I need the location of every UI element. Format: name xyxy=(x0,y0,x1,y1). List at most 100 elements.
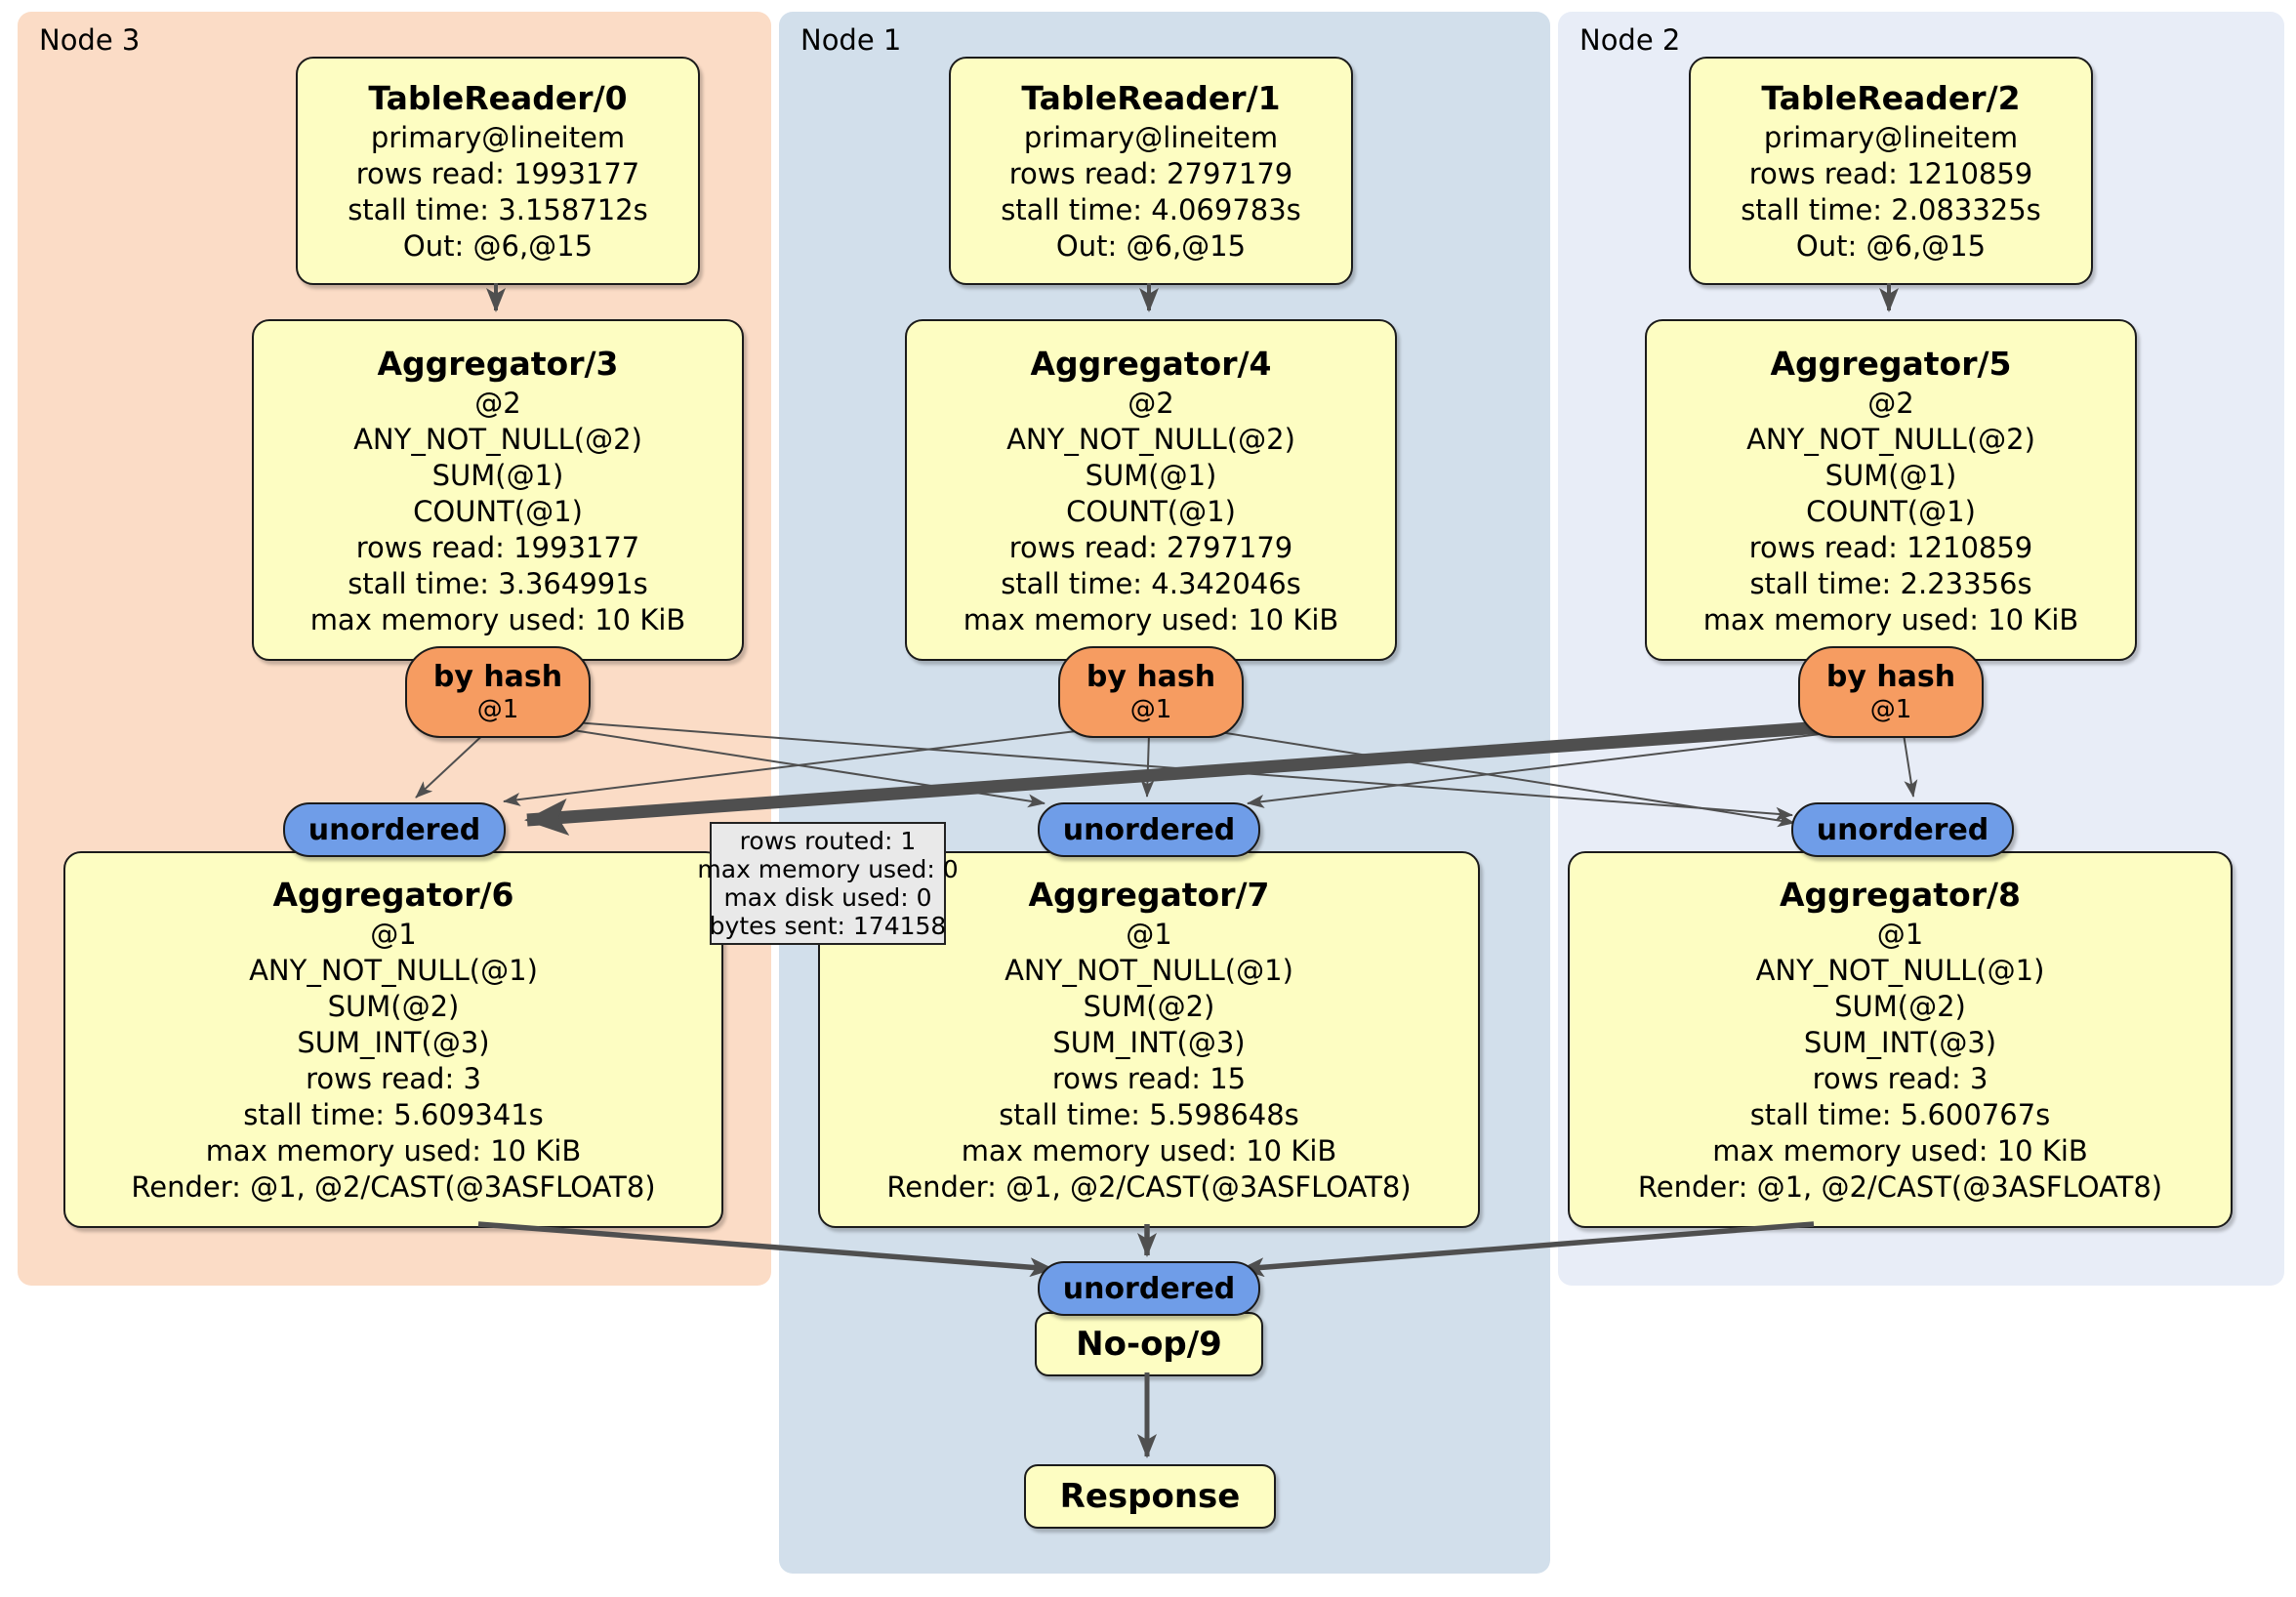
node-attr-line: rows read: 1210859 xyxy=(1748,530,2033,564)
stream-unordered-node3[interactable]: unordered xyxy=(283,802,506,857)
stream-label: unordered xyxy=(308,812,481,847)
node-box-tablereader-1[interactable]: TableReader/1 primary@lineitem rows read… xyxy=(949,57,1353,285)
node-title: TableReader/1 xyxy=(1021,79,1281,117)
edge-tooltip: rows routed: 1 max memory used: 0 max di… xyxy=(697,822,959,945)
node-title: TableReader/2 xyxy=(1761,79,2021,117)
node-title: No-op/9 xyxy=(1076,1325,1222,1364)
node-attr-line: stall time: 2.23356s xyxy=(1749,566,2032,600)
node-attr-line: max memory used: 10 KiB xyxy=(1712,1134,2088,1167)
node-title: TableReader/0 xyxy=(368,79,628,117)
router-key: @1 xyxy=(476,695,519,724)
node-attr-line: Out: @6,@15 xyxy=(1795,229,1987,263)
tooltip-line: max disk used: 0 xyxy=(723,883,932,912)
node-attr-line: @1 xyxy=(370,918,417,951)
node-attr-line: @2 xyxy=(1867,386,1914,420)
node-attr-line: rows read: 2797179 xyxy=(1008,157,1293,190)
node-title: Response xyxy=(1059,1477,1241,1516)
node-attr-line: stall time: 3.364991s xyxy=(348,566,648,600)
tooltip-line: bytes sent: 174158 xyxy=(709,912,947,940)
router-key: @1 xyxy=(1129,695,1172,724)
node-attr-line: SUM_INT(@3) xyxy=(1803,1026,1997,1059)
router-key: @1 xyxy=(1869,695,1912,724)
node-box-aggregator-4[interactable]: Aggregator/4 @2 ANY_NOT_NULL(@2) SUM(@1)… xyxy=(905,319,1397,661)
node-attr-line: stall time: 4.342046s xyxy=(1001,566,1301,600)
node-attr-line: COUNT(@1) xyxy=(413,494,583,528)
tooltip-line: rows routed: 1 xyxy=(739,827,917,855)
node-attr-line: ANY_NOT_NULL(@1) xyxy=(1755,954,2045,987)
node-attr-line: rows read: 3 xyxy=(306,1062,481,1095)
node-attr-line: SUM(@1) xyxy=(1085,458,1217,492)
node-attr-line: stall time: 4.069783s xyxy=(1001,193,1301,226)
node-title: Aggregator/6 xyxy=(272,876,514,914)
router-label: by hash xyxy=(1825,660,1956,694)
node-box-aggregator-3[interactable]: Aggregator/3 @2 ANY_NOT_NULL(@2) SUM(@1)… xyxy=(252,319,744,661)
node-attr-line: ANY_NOT_NULL(@2) xyxy=(353,422,642,456)
node-title: Aggregator/8 xyxy=(1779,876,2022,914)
node-attr-line: rows read: 3 xyxy=(1812,1062,1988,1095)
node-attr-line: SUM(@1) xyxy=(1824,458,1957,492)
stream-unordered-final[interactable]: unordered xyxy=(1038,1261,1260,1316)
node-attr-line: max memory used: 10 KiB xyxy=(1702,602,2079,636)
node-attr-line: SUM_INT(@3) xyxy=(1052,1026,1246,1059)
node-attr-line: stall time: 5.600767s xyxy=(1749,1098,2051,1131)
node-title: Aggregator/5 xyxy=(1770,344,2012,383)
node-attr-line: @1 xyxy=(1126,918,1172,951)
panel-node3-label: Node 3 xyxy=(39,23,141,57)
node-attr-line: Out: @6,@15 xyxy=(402,229,594,263)
node-attr-line: rows read: 1993177 xyxy=(355,530,640,564)
node-attr-line: stall time: 3.158712s xyxy=(348,193,648,226)
node-attr-line: @2 xyxy=(1128,386,1174,420)
node-attr-line: @1 xyxy=(1876,918,1924,951)
node-box-noop-9[interactable]: No-op/9 xyxy=(1035,1312,1263,1376)
node-attr-line: COUNT(@1) xyxy=(1806,494,1976,528)
stream-label: unordered xyxy=(1062,1271,1236,1306)
node-box-aggregator-5[interactable]: Aggregator/5 @2 ANY_NOT_NULL(@2) SUM(@1)… xyxy=(1645,319,2137,661)
router-by-hash-node1[interactable]: by hash @1 xyxy=(1058,646,1244,738)
node-attr-line: SUM(@2) xyxy=(327,990,460,1023)
stream-unordered-node1[interactable]: unordered xyxy=(1038,802,1260,857)
node-attr-line: SUM_INT(@3) xyxy=(297,1026,490,1059)
node-attr-line: Render: @1, @2/CAST(@3ASFLOAT8) xyxy=(131,1170,656,1204)
node-attr-line: ANY_NOT_NULL(@1) xyxy=(249,954,538,987)
node-attr-line: max memory used: 10 KiB xyxy=(309,602,686,636)
node-title: Aggregator/7 xyxy=(1028,876,1270,914)
node-attr-line: SUM(@1) xyxy=(431,458,564,492)
node-title: Aggregator/3 xyxy=(377,344,619,383)
tooltip-line: max memory used: 0 xyxy=(697,855,959,883)
stream-unordered-node2[interactable]: unordered xyxy=(1791,802,2014,857)
stream-label: unordered xyxy=(1816,812,1989,847)
panel-node2-label: Node 2 xyxy=(1579,23,1681,57)
node-attr-line: rows read: 1993177 xyxy=(355,157,640,190)
node-attr-line: rows read: 15 xyxy=(1051,1062,1247,1095)
node-box-aggregator-8[interactable]: Aggregator/8 @1 ANY_NOT_NULL(@1) SUM(@2)… xyxy=(1568,851,2233,1228)
node-box-tablereader-2[interactable]: TableReader/2 primary@lineitem rows read… xyxy=(1689,57,2093,285)
stream-label: unordered xyxy=(1062,812,1236,847)
node-attr-line: max memory used: 10 KiB xyxy=(961,1134,1337,1167)
node-attr-line: primary@lineitem xyxy=(370,121,626,154)
node-box-aggregator-6[interactable]: Aggregator/6 @1 ANY_NOT_NULL(@1) SUM(@2)… xyxy=(63,851,723,1228)
node-attr-line: SUM(@2) xyxy=(1083,990,1215,1023)
node-box-tablereader-0[interactable]: TableReader/0 primary@lineitem rows read… xyxy=(296,57,700,285)
node-attr-line: Render: @1, @2/CAST(@3ASFLOAT8) xyxy=(1637,1170,2163,1204)
node-box-response[interactable]: Response xyxy=(1024,1464,1276,1529)
router-by-hash-node3[interactable]: by hash @1 xyxy=(405,646,591,738)
node-attr-line: ANY_NOT_NULL(@2) xyxy=(1006,422,1295,456)
router-label: by hash xyxy=(432,660,563,694)
node-attr-line: stall time: 5.598648s xyxy=(999,1098,1299,1131)
node-attr-line: rows read: 2797179 xyxy=(1008,530,1293,564)
panel-node1-label: Node 1 xyxy=(800,23,902,57)
router-by-hash-node2[interactable]: by hash @1 xyxy=(1798,646,1984,738)
node-attr-line: @2 xyxy=(474,386,521,420)
node-attr-line: stall time: 5.609341s xyxy=(243,1098,544,1131)
router-label: by hash xyxy=(1086,660,1216,694)
node-attr-line: Out: @6,@15 xyxy=(1055,229,1247,263)
node-title: Aggregator/4 xyxy=(1030,344,1272,383)
node-attr-line: ANY_NOT_NULL(@1) xyxy=(1004,954,1293,987)
node-attr-line: SUM(@2) xyxy=(1834,990,1966,1023)
node-attr-line: ANY_NOT_NULL(@2) xyxy=(1746,422,2035,456)
node-attr-line: COUNT(@1) xyxy=(1066,494,1236,528)
node-attr-line: primary@lineitem xyxy=(1023,121,1279,154)
node-attr-line: max memory used: 10 KiB xyxy=(205,1134,582,1167)
node-attr-line: Render: @1, @2/CAST(@3ASFLOAT8) xyxy=(886,1170,1412,1204)
